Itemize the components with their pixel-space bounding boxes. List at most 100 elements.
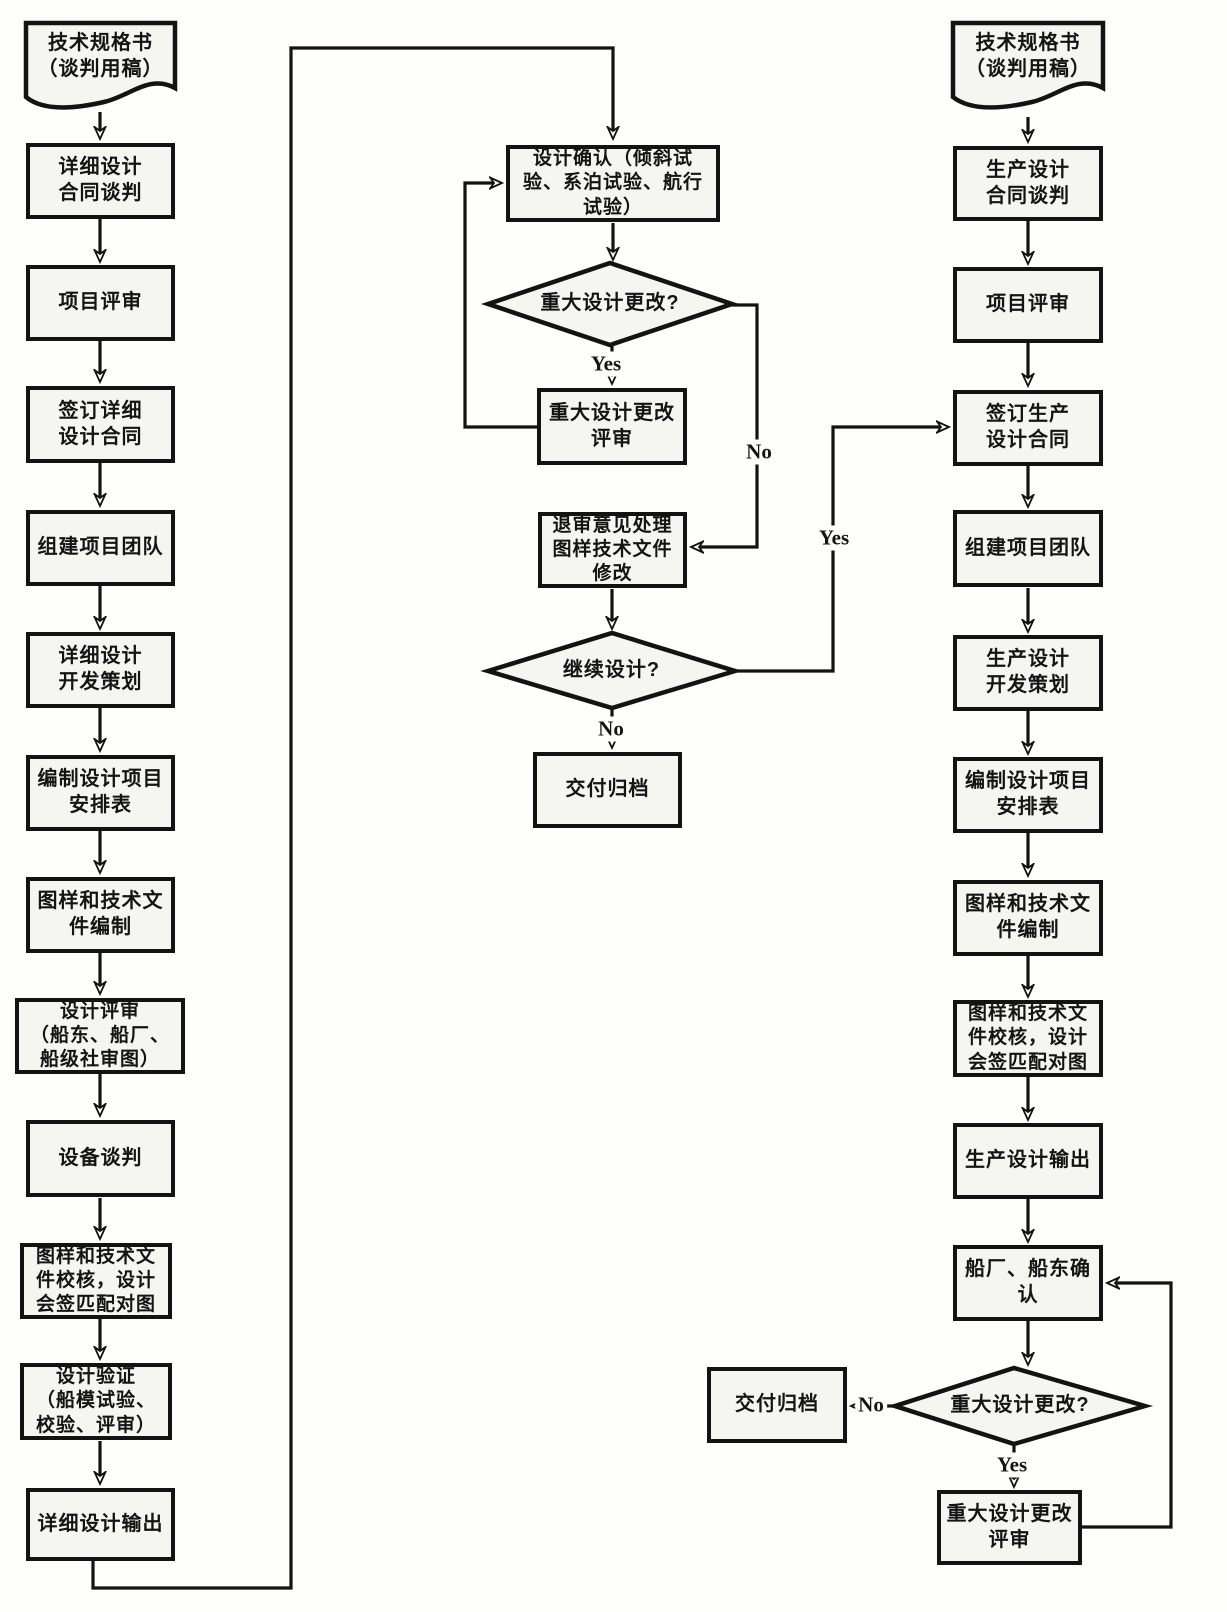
node-line: 图样技术文件	[552, 538, 673, 560]
node-line: 件校核，设计	[967, 1027, 1088, 1049]
node-line: 设计验证	[55, 1366, 136, 1388]
node-line: （谈判用稿）	[965, 58, 1091, 80]
node-line: 生产设计输出	[965, 1149, 1091, 1172]
flow-node-drawings-documents-compilation-right: 图样和技术文 件编制	[953, 880, 1103, 956]
node-line: 退审意见处理	[552, 514, 673, 536]
flow-node-delivery-archive-middle: 交付归档	[533, 752, 682, 828]
node-line: 交付归档	[565, 778, 650, 801]
flow-node-continue-design-question: 继续设计?	[488, 633, 735, 708]
flow-node-detailed-design-output: 详细设计输出	[26, 1488, 175, 1561]
node-line: 安排表	[69, 794, 132, 816]
flow-node-major-design-change-review-right: 重大设计更改 评审	[937, 1490, 1082, 1565]
node-line: 件编制	[996, 919, 1060, 941]
node-line: 项目评审	[58, 291, 143, 314]
flow-node-detailed-design-contract-negotiation: 详细设计 合同谈判	[26, 143, 175, 219]
flow-node-production-design-development-planning: 生产设计 开发策划	[953, 635, 1103, 711]
flow-node-design-project-schedule-left: 编制设计项目 安排表	[26, 755, 175, 831]
node-line: 签订详细	[58, 399, 143, 422]
flow-node-drawings-check-signoff-right: 图样和技术文 件校核，设计 会签匹配对图	[953, 1000, 1103, 1077]
node-line: 技术规格书	[975, 32, 1081, 55]
node-line: 设计确认（倾斜试	[532, 148, 693, 170]
node-line: 编制设计项目	[37, 768, 164, 791]
edge-label-no-continue-design: No	[595, 716, 627, 742]
decision-diamond-major-change-right	[887, 1365, 1154, 1447]
node-line: 合同谈判	[986, 184, 1070, 207]
document-shape-left	[23, 20, 178, 110]
node-line: （船模试验、	[35, 1390, 156, 1412]
flow-node-drawings-documents-compilation-left: 图样和技术文 件编制	[26, 877, 175, 953]
connector-output-to-confirmation	[91, 46, 613, 1590]
node-line: 设计合同	[58, 425, 143, 448]
flow-node-major-design-change-review-middle: 重大设计更改 评审	[537, 388, 687, 465]
node-line: 件编制	[69, 916, 132, 938]
node-line: 评审	[988, 1528, 1031, 1551]
node-line: 重大设计更改?	[540, 292, 680, 315]
node-line: 认	[1017, 1284, 1039, 1306]
flow-node-detailed-design-development-planning: 详细设计 开发策划	[26, 632, 175, 708]
node-line: 校验、评审）	[35, 1414, 156, 1436]
node-line: 件校核，设计	[35, 1269, 156, 1291]
document-shape-right	[950, 20, 1106, 110]
node-line: 重大设计更改?	[950, 1394, 1090, 1417]
node-line: 安排表	[996, 796, 1060, 818]
flow-node-drawings-check-signoff-left: 图样和技术文 件校核，设计 会签匹配对图	[20, 1243, 172, 1319]
flow-node-design-project-schedule-right: 编制设计项目 安排表	[953, 757, 1103, 833]
node-line: 项目评审	[986, 293, 1070, 316]
node-line: 生产设计	[986, 158, 1070, 181]
node-line: 重大设计更改	[946, 1502, 1073, 1525]
edge-label-yes-continue-design: Yes	[815, 525, 853, 551]
node-line: 开发策划	[986, 674, 1070, 696]
flow-node-design-review-owner-yard-class: 设计评审 （船东、船厂、 船级社审图）	[15, 998, 185, 1074]
node-line: 详细设计	[58, 156, 143, 179]
edge-label-yes-major-change-right: Yes	[993, 1452, 1031, 1478]
node-line: 编制设计项目	[965, 770, 1091, 793]
flow-node-production-design-contract-negotiation: 生产设计 合同谈判	[953, 146, 1103, 221]
node-line: 船级社审图）	[39, 1049, 160, 1071]
flow-node-major-design-change-question-middle: 重大设计更改?	[488, 263, 732, 345]
node-line: 详细设计输出	[37, 1512, 164, 1535]
flow-node-project-review-right: 项目评审	[953, 267, 1103, 343]
node-line: （船东、船厂、	[29, 1024, 170, 1046]
node-line: 技术规格书	[48, 32, 153, 55]
node-line: 交付归档	[735, 1393, 819, 1416]
node-line: 详细设计	[58, 645, 143, 668]
node-line: 继续设计?	[562, 658, 661, 681]
flow-node-production-design-output: 生产设计输出	[953, 1123, 1103, 1199]
node-line: 评审	[591, 427, 633, 450]
node-line: 开发策划	[58, 671, 143, 693]
flow-node-tech-spec-left: 技术规格书 （谈判用稿）	[26, 26, 175, 88]
flow-node-sign-production-design-contract: 签订生产 设计合同	[953, 390, 1103, 466]
node-line: 生产设计	[986, 648, 1070, 671]
node-line: 试验）	[582, 196, 643, 218]
edge-label-yes-major-change-middle: Yes	[587, 351, 625, 377]
flow-node-major-design-change-question-right: 重大设计更改?	[895, 1368, 1145, 1444]
node-line: 组建项目团队	[37, 536, 164, 559]
node-line: 验、系泊试验、航行	[522, 172, 703, 194]
flow-node-tech-spec-right: 技术规格书 （谈判用稿）	[953, 26, 1103, 88]
node-line: 图样和技术文	[967, 1003, 1088, 1025]
node-line: 设计合同	[986, 429, 1070, 451]
node-line: 图样和技术文	[965, 893, 1091, 916]
edge-label-no-major-change-right: No	[855, 1392, 887, 1418]
node-line: （谈判用稿）	[37, 58, 164, 80]
flow-node-build-project-team-left: 组建项目团队	[26, 510, 175, 586]
node-line: 会签匹配对图	[35, 1294, 156, 1316]
node-line: 合同谈判	[58, 182, 143, 204]
node-line: 图样和技术文	[37, 890, 164, 913]
node-line: 组建项目团队	[965, 536, 1091, 559]
flow-node-review-comments-document-revision: 退审意见处理 图样技术文件 修改	[538, 512, 687, 588]
edge-label-no-major-change-middle: No	[743, 439, 775, 465]
node-line: 重大设计更改	[549, 401, 675, 424]
node-line: 签订生产	[986, 403, 1070, 426]
flow-node-build-project-team-right: 组建项目团队	[953, 510, 1103, 587]
node-line: 设备谈判	[58, 1146, 143, 1169]
node-line: 图样和技术文	[35, 1245, 156, 1267]
node-line: 会签匹配对图	[967, 1051, 1088, 1073]
flow-node-yard-owner-confirmation: 船厂、船东确 认	[953, 1245, 1103, 1321]
flow-node-sign-detailed-design-contract: 签订详细 设计合同	[26, 386, 175, 463]
node-line: 修改	[592, 563, 633, 585]
flow-node-project-review-left: 项目评审	[26, 265, 175, 341]
node-line: 船厂、船东确	[965, 1258, 1091, 1281]
